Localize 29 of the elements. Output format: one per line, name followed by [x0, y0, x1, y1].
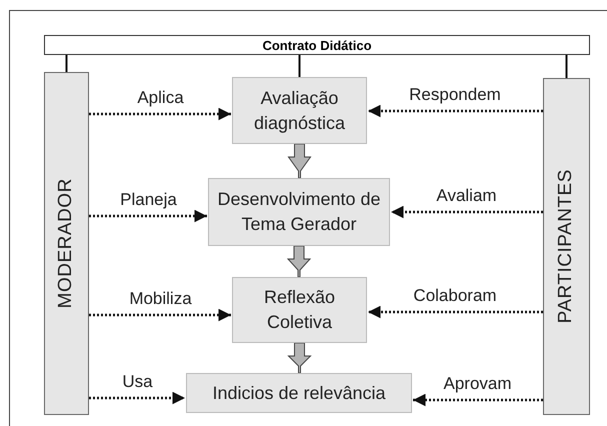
- dotted-arrow: [89, 308, 231, 322]
- dotted-arrow: [368, 104, 543, 118]
- connector-line: [298, 55, 300, 77]
- block-arrow: [287, 342, 312, 374]
- process-box: Reflexão Coletiva: [232, 277, 367, 343]
- block-arrow: [288, 144, 312, 178]
- block-arrow: [286, 246, 312, 278]
- edge-label: Aprovam: [443, 374, 512, 394]
- side-column: PARTICIPANTES: [543, 78, 590, 415]
- edge-label: Colaboram: [413, 286, 497, 306]
- edge-label: Aplica: [137, 88, 184, 108]
- process-box: Desenvolvimento de Tema Gerador: [208, 178, 390, 246]
- edge-label: Avaliam: [436, 186, 497, 206]
- connector-line: [66, 55, 68, 72]
- edge-label: Respondem: [409, 85, 501, 105]
- edge-label: Usa: [122, 372, 153, 392]
- dotted-arrow: [89, 392, 185, 404]
- edge-label: Planeja: [120, 190, 177, 210]
- dotted-arrow: [89, 108, 231, 120]
- header-bar: Contrato Didático: [44, 35, 590, 55]
- dotted-arrow: [89, 210, 207, 222]
- side-column: MODERADOR: [44, 72, 89, 415]
- process-box: Indicios de relevância: [186, 373, 412, 413]
- dotted-arrow: [391, 206, 543, 218]
- dotted-arrow: [368, 306, 543, 318]
- connector-line: [566, 55, 568, 78]
- process-box: Avaliação diagnóstica: [232, 77, 367, 144]
- dotted-arrow: [413, 394, 543, 406]
- edge-label: Mobiliza: [129, 289, 192, 309]
